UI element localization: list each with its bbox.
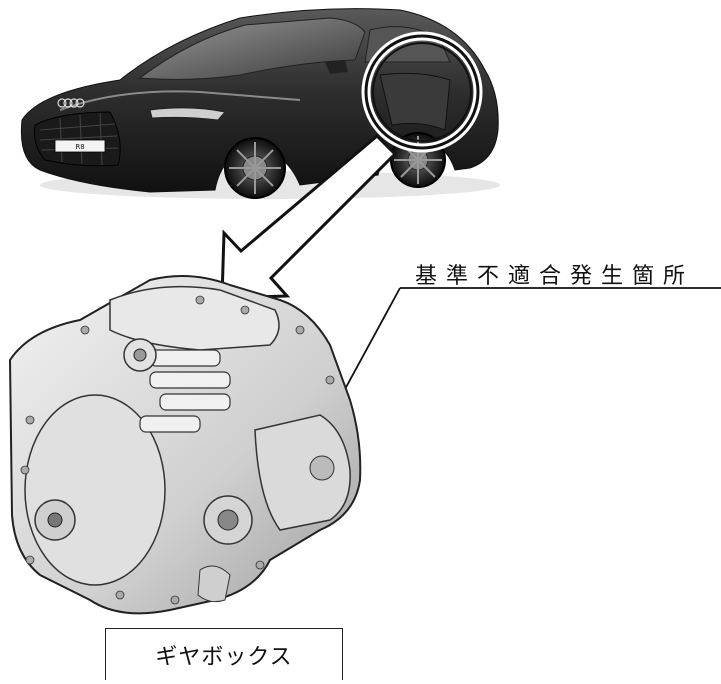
license-plate [54, 139, 106, 153]
caption-label: ギヤボックス [155, 644, 293, 670]
callout-leader [334, 287, 721, 408]
callout-label: 基準不適合発生箇所 [415, 264, 695, 289]
magnifier-circle [361, 31, 483, 153]
breather-cap-center [133, 348, 147, 362]
valve-body [139, 349, 231, 433]
input-shaft-center [47, 512, 63, 528]
side-intake [379, 72, 451, 131]
car-logo [57, 98, 85, 108]
license-plate-text: R8 [75, 143, 84, 151]
bottom-lug [197, 565, 231, 603]
caption-box: ギヤボックス [105, 628, 343, 680]
output-flange-center [217, 509, 239, 531]
side-cover [254, 414, 351, 531]
gearbox-illustration [8, 275, 362, 615]
car-windshield [138, 17, 366, 80]
side-mirror [325, 60, 348, 74]
side-cover-plug [309, 455, 335, 481]
car-grille [34, 111, 121, 167]
housing-bolts [20, 295, 335, 605]
hood-highlight [59, 90, 301, 111]
headlight [149, 107, 226, 121]
front-wheel [224, 137, 286, 199]
